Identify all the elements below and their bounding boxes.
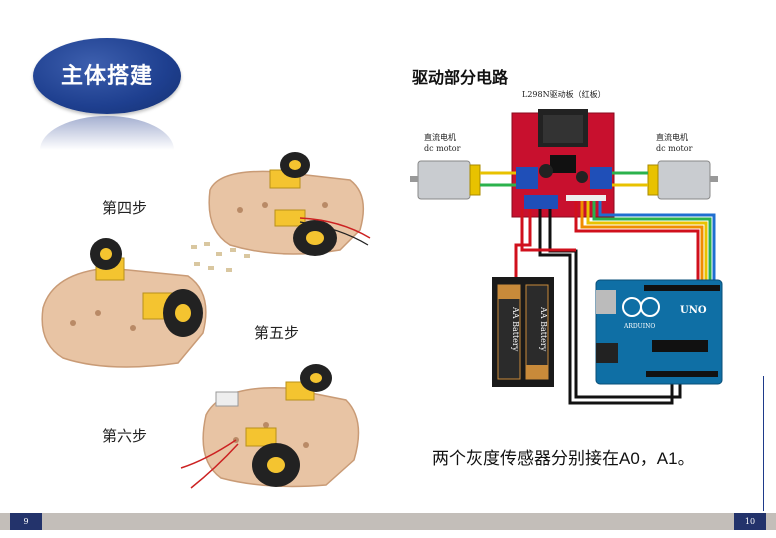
arduino-uno-label: UNO (680, 305, 707, 316)
page-number-right: 10 (744, 517, 756, 526)
drive-circuit-diagram: L298N驱动板（红板） 直流电机 dc motor 直流电机 dc motor… (410, 89, 723, 405)
step-four-label: 第四步 (102, 199, 148, 217)
circuit-title: 驱动部分电路 (412, 70, 509, 87)
motor-right-label-cn: 直流电机 (656, 132, 688, 142)
footer-left-tab (10, 513, 42, 530)
power-terminal (524, 195, 558, 209)
terminal-left (516, 167, 538, 189)
gear-motor (245, 427, 277, 447)
battery-label-1: AA Battery (511, 306, 520, 352)
screws-parts (191, 242, 250, 272)
l298n-chip (550, 155, 576, 173)
slide-title: 主体搭建 (60, 63, 153, 88)
title-badge-reflection (40, 116, 174, 150)
dc-motor-right (657, 160, 711, 200)
step-five-label: 第五步 (254, 324, 300, 342)
car-photo-step4 (208, 152, 371, 256)
terminal-right (590, 167, 612, 189)
motor-left-label-cn: 直流电机 (424, 132, 456, 142)
footer-right-tab (734, 513, 766, 530)
arduino-brand: ARDUINO (623, 323, 655, 330)
header-pins (566, 195, 606, 201)
step-six-label: 第六步 (102, 427, 148, 445)
divider-line (763, 376, 764, 511)
motor-left-label-en: dc motor (424, 144, 461, 153)
page-number-left: 9 (23, 517, 29, 526)
battery-label-2: AA Battery (539, 306, 548, 352)
driver-label: L298N驱动板（红板） (522, 89, 606, 99)
atmega-chip (652, 340, 708, 352)
sensor-caption: 两个灰度传感器分别接在A0，A1。 (432, 449, 695, 468)
power-jack (596, 343, 618, 363)
caster-wheel (215, 391, 239, 407)
arduino-uno-board (595, 279, 723, 385)
car-photo-step5 (41, 238, 207, 368)
car-photo-step6 (180, 364, 360, 489)
usb-port (596, 290, 616, 314)
footer-bar (0, 513, 776, 530)
title-badge (33, 38, 181, 114)
motor-right-label-en: dc motor (656, 144, 693, 153)
dc-motor-left (417, 160, 471, 200)
